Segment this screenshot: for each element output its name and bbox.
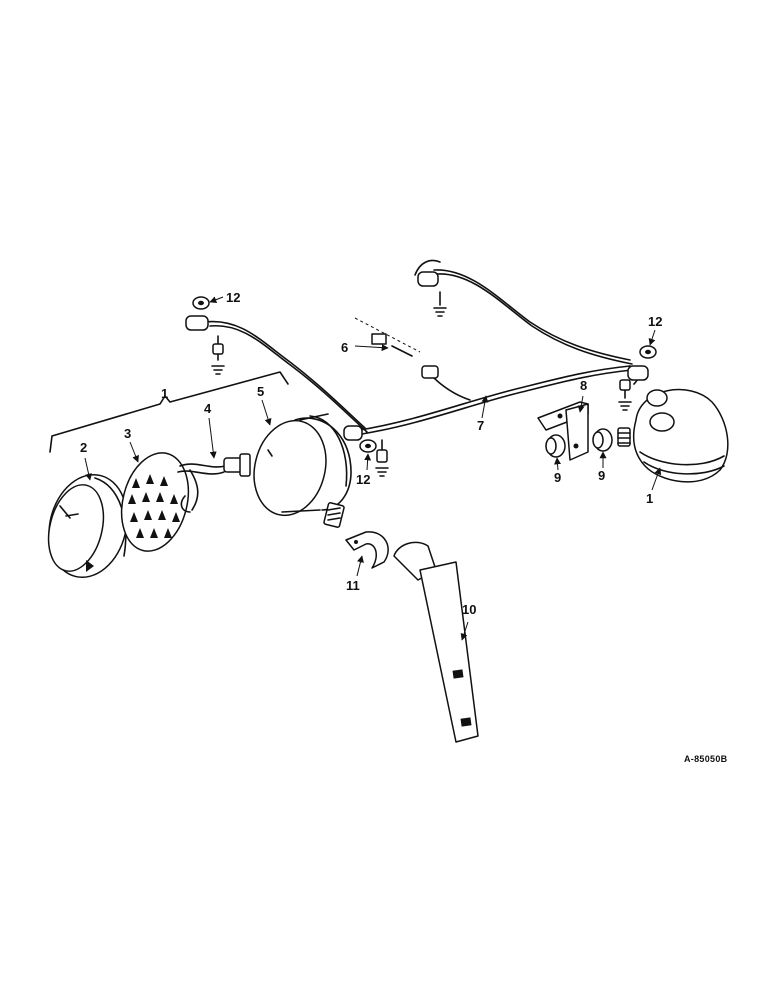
callout-11: 11 — [346, 578, 360, 593]
callout-3: 3 — [124, 426, 131, 441]
callout-7: 7 — [477, 418, 484, 433]
lamp-lens — [120, 452, 190, 552]
callout-4: 4 — [204, 401, 212, 416]
nut-12-right — [639, 345, 657, 359]
lamp-assembled — [617, 388, 729, 483]
spacer-9-left — [545, 434, 566, 458]
spacer-9-right — [592, 428, 613, 452]
harness-connector-top — [414, 259, 447, 317]
wiring-harness — [204, 269, 639, 435]
mounting-bracket — [537, 401, 589, 461]
reference-code: A-85050B — [684, 754, 728, 764]
callout-1-assembly: 1 — [161, 386, 168, 401]
callout-1-lamp: 1 — [646, 491, 653, 506]
fuse-holder — [371, 333, 439, 379]
callout-10: 10 — [462, 602, 476, 617]
callout-5: 5 — [257, 384, 264, 399]
harness-connector-center — [343, 425, 389, 477]
callout-9-right: 9 — [598, 468, 605, 483]
callout-8: 8 — [580, 378, 587, 393]
bulb-socket — [177, 453, 251, 513]
nut-12-center — [359, 439, 377, 453]
lamp-bezel — [47, 473, 128, 579]
leader-lines — [84, 296, 662, 641]
callout-2: 2 — [80, 440, 87, 455]
callout-6: 6 — [341, 340, 348, 355]
assembly-bracket — [49, 371, 289, 453]
harness-connector-right — [618, 365, 649, 411]
nut-12-top-left — [192, 296, 210, 310]
mounting-post — [393, 541, 479, 743]
callout-12-center: 12 — [356, 472, 370, 487]
lamp-housing — [253, 413, 352, 528]
callout-12-right: 12 — [648, 314, 662, 329]
callout-9-left: 9 — [554, 470, 561, 485]
u-clamp — [345, 531, 389, 569]
callout-12-top-left: 12 — [226, 290, 240, 305]
harness-connector-top-left — [185, 315, 225, 375]
